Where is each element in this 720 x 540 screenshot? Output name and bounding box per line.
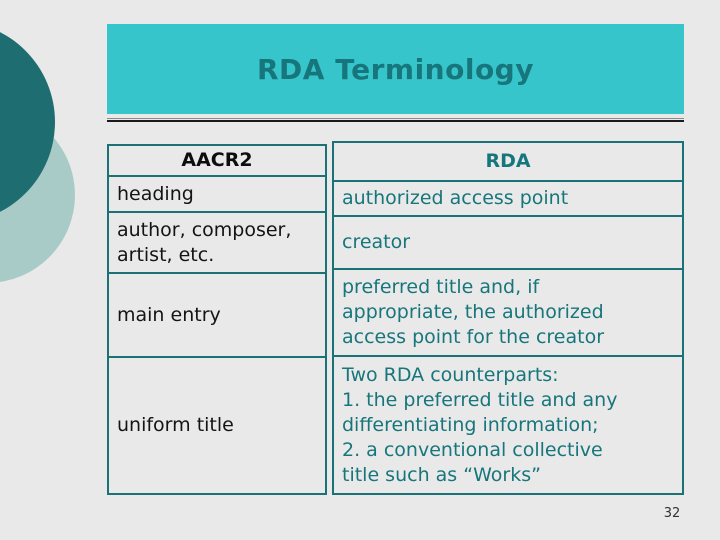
- aacr2-column: AACR2 heading author, composer, artist, …: [107, 144, 327, 495]
- rda-column: RDA authorized access point creator pref…: [332, 141, 684, 495]
- rda-cell-two-counterparts: Two RDA counterparts: 1. the preferred t…: [334, 355, 682, 493]
- title-banner: RDA Terminology: [107, 24, 684, 114]
- rda-cell-preferred-title: preferred title and, if appropriate, the…: [334, 268, 682, 355]
- rda-cell-authorized-access-point: authorized access point: [334, 180, 682, 215]
- aacr2-cell-main-entry: main entry: [109, 272, 325, 356]
- rda-column-header: RDA: [485, 150, 531, 172]
- aacr2-cell-uniform-title: uniform title: [109, 356, 325, 493]
- title-underline-thick: [107, 120, 684, 122]
- slide-title: RDA Terminology: [257, 52, 534, 86]
- title-underline-thin: [107, 118, 684, 119]
- slide-page-number: 32: [663, 506, 681, 521]
- rda-cell-creator: creator: [334, 215, 682, 268]
- aacr2-column-header: AACR2: [181, 149, 253, 171]
- aacr2-cell-heading: heading: [109, 175, 325, 211]
- aacr2-cell-author-composer: author, composer, artist, etc.: [109, 211, 325, 272]
